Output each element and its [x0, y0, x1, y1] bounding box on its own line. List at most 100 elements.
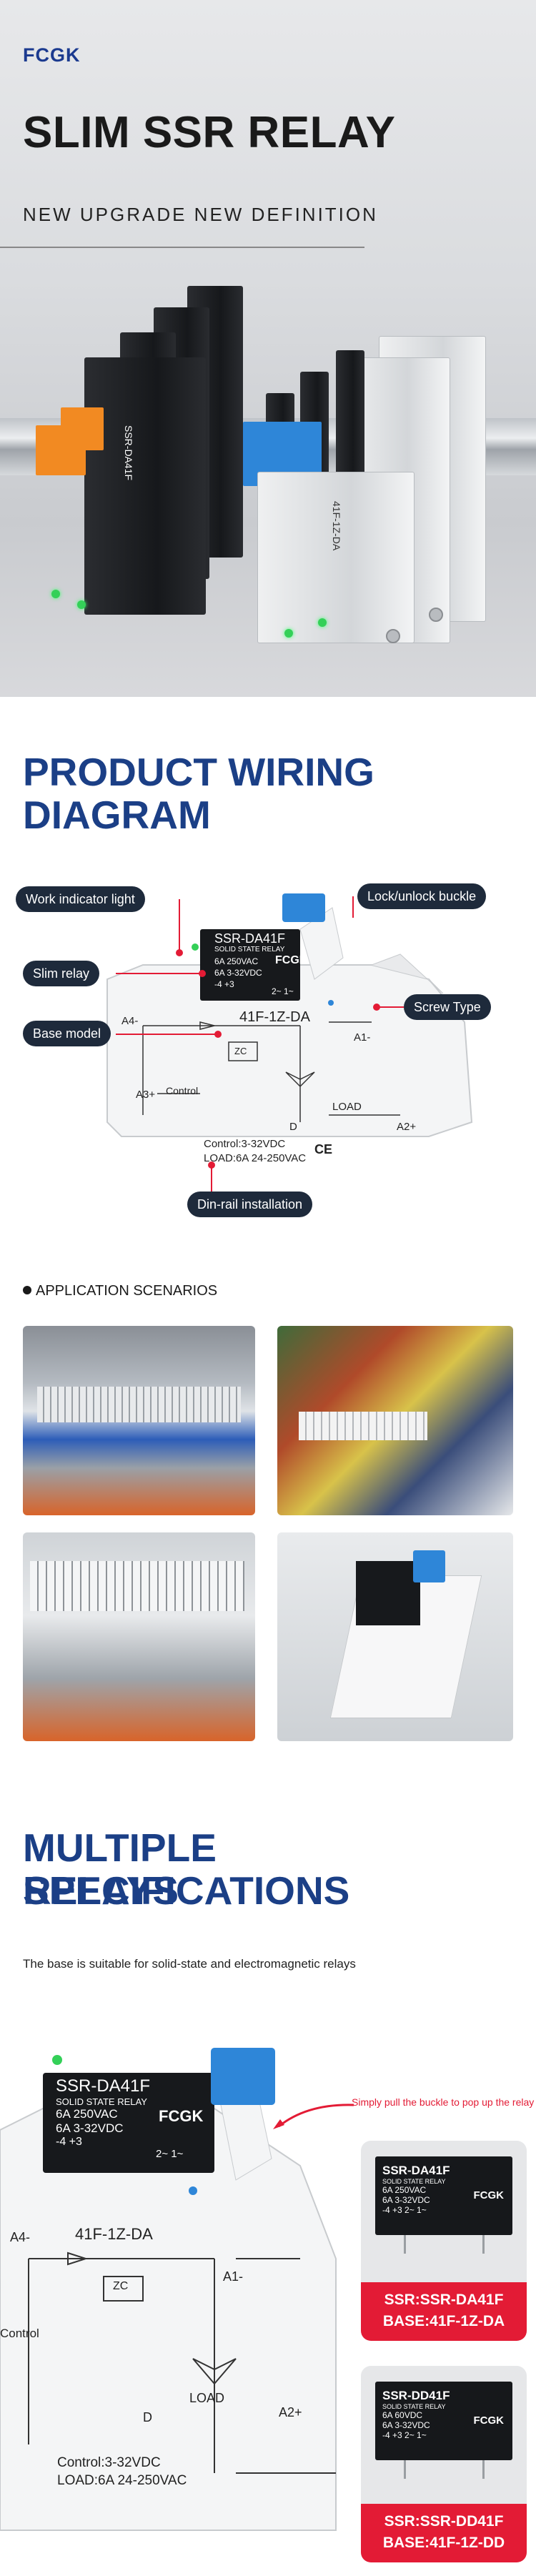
- dark-relay-front: SSR-DA41F: [84, 357, 206, 615]
- relay-array: [299, 1412, 427, 1440]
- big-relay-pins2: 2~ 1~: [156, 2148, 184, 2160]
- screw: [429, 608, 443, 622]
- orange-clip: [61, 407, 104, 450]
- card-label-da: SSR:SSR-DA41F BASE:41F-1Z-DA: [361, 2282, 527, 2341]
- indicator-led: [284, 629, 293, 638]
- diagram-relay-pins2: 2~ 1~: [272, 986, 294, 996]
- callout-dot: [373, 1004, 380, 1011]
- relay-pin: [404, 2235, 406, 2254]
- callout-din-rail: Din-rail installation: [187, 1192, 313, 1217]
- diagram-terminal-a3: A3+: [136, 1089, 156, 1101]
- specs-title-line1: MULTIPLE SPECIFICATIONS: [23, 1826, 350, 1913]
- relay-model-text: SSR-DA41F: [123, 425, 134, 481]
- callout-buckle: Lock/unlock buckle: [357, 883, 487, 909]
- big-terminal-a2: A2+: [279, 2405, 302, 2419]
- relay-pin: [482, 2235, 485, 2254]
- diagram-terminal-a2: A2+: [397, 1121, 417, 1133]
- diagram-relay-label: SSR-DA41F SOLID STATE RELAY 6A 250VAC 6A…: [214, 931, 286, 990]
- callout-dot: [199, 970, 206, 977]
- wiring-title-line1: PRODUCT WIRING: [23, 750, 374, 794]
- hero-section: FCGK SLIM SSR RELAY NEW UPGRADE NEW DEFI…: [0, 0, 536, 697]
- hero-title: SLIM SSR RELAY: [23, 108, 396, 157]
- leader-line: [116, 973, 202, 974]
- diagram-zc-label: ZC: [234, 1046, 247, 1056]
- relay-rating-ac: 6A 250VAC: [214, 956, 259, 966]
- big-spec-load: LOAD:6A 24-250VAC: [57, 2473, 187, 2488]
- card-rating-2: 6A 3-32VDC: [382, 2420, 430, 2430]
- diagram-spec-control: Control:3-32VDC: [204, 1138, 286, 1150]
- card-rating-1: 6A 60VDC: [382, 2410, 423, 2420]
- bullet-icon: [23, 1286, 31, 1294]
- screw: [386, 629, 400, 643]
- diagram-spec-load: LOAD:6A 24-250VAC: [204, 1152, 307, 1164]
- relay-type: SOLID STATE RELAY: [214, 946, 285, 953]
- specs-note: The base is suitable for solid-state and…: [23, 1957, 356, 1971]
- relay-array: [37, 1387, 241, 1422]
- card-ssr: SSR:SSR-DD41F: [384, 2513, 504, 2530]
- wiring-title-line2: DIAGRAM: [23, 793, 211, 837]
- leader-line: [179, 899, 180, 953]
- light-base-front: 41F-1Z-DA: [257, 472, 415, 643]
- specs-title-line2: RELAYS: [23, 1868, 179, 1913]
- callout-base-model: Base model: [23, 1021, 111, 1046]
- card-type: SOLID STATE RELAY: [382, 2178, 446, 2185]
- big-relay-brand: FCGK: [159, 2107, 204, 2125]
- big-relay-pins: -4 +3: [56, 2136, 82, 2148]
- indicator-led: [51, 590, 60, 598]
- big-relay-rating-dc: 6A 3-32VDC: [56, 2121, 124, 2135]
- callout-dot: [214, 1031, 222, 1038]
- card-brand: FCGK: [473, 2414, 505, 2427]
- hero-subtitle: NEW UPGRADE NEW DEFINITION: [23, 204, 378, 225]
- diagram-d-label: D: [289, 1121, 297, 1133]
- callout-screw-type: Screw Type: [404, 994, 491, 1020]
- big-relay-illustration: [0, 2048, 337, 2531]
- base-model-text: 41F-1Z-DA: [331, 501, 342, 551]
- big-zc-label: ZC: [113, 2280, 129, 2292]
- relay-array: [30, 1561, 244, 1611]
- callout-indicator-light: Work indicator light: [16, 886, 145, 912]
- card-base: BASE:41F-1Z-DD: [382, 2535, 505, 2551]
- indicator-led: [77, 600, 86, 609]
- diagram-terminal-a1: A1-: [354, 1031, 371, 1044]
- card-model: SSR-DD41F: [382, 2389, 450, 2402]
- big-load-label: LOAD: [189, 2391, 225, 2405]
- arrow-icon: [273, 2104, 354, 2129]
- card-ssr: SSR:SSR-DA41F: [384, 2292, 504, 2308]
- callout-dot: [176, 949, 183, 956]
- leader-line: [116, 1034, 216, 1035]
- scenarios-heading-text: APPLICATION SCENARIOS: [36, 1283, 218, 1299]
- hero-divider: [0, 247, 364, 248]
- scenario-photo-1: [23, 1326, 255, 1515]
- diagram-load-label: LOAD: [332, 1101, 362, 1113]
- big-control-label: Control: [0, 2327, 39, 2340]
- card-relay-da: SSR-DA41F SOLID STATE RELAY 6A 250VAC 6A…: [375, 2156, 512, 2235]
- diagram-terminal-a4: A4-: [121, 1015, 139, 1027]
- card-type: SOLID STATE RELAY: [382, 2403, 446, 2410]
- card-pins: -4 +3 2~ 1~: [382, 2205, 427, 2215]
- card-relay-dd: SSR-DD41F SOLID STATE RELAY 6A 60VDC 6A …: [375, 2382, 512, 2460]
- card-brand: FCGK: [473, 2189, 505, 2201]
- hero-product-image: SSR-DA41F 41F-1Z-DA: [0, 257, 536, 686]
- leader-line: [211, 1165, 212, 1194]
- leader-line: [377, 1006, 404, 1008]
- card-rating-2: 6A 3-32VDC: [382, 2195, 430, 2205]
- big-terminal-a1: A1-: [223, 2269, 244, 2284]
- wiring-diagram: [106, 893, 473, 1137]
- blue-buckle: [413, 1550, 445, 1582]
- spec-card-dd: SSR-DD41F SOLID STATE RELAY 6A 60VDC 6A …: [361, 2366, 527, 2562]
- big-terminal-a4: A4-: [10, 2230, 31, 2244]
- big-d-label: D: [143, 2410, 152, 2424]
- indicator-led: [318, 618, 327, 627]
- scenario-photo-2: [277, 1326, 513, 1515]
- relay-pin: [404, 2460, 406, 2479]
- relay-module: [356, 1561, 420, 1625]
- scenarios-heading: APPLICATION SCENARIOS: [23, 1283, 217, 1299]
- pull-buckle-note: Simply pull the buckle to pop up the rel…: [352, 2096, 535, 2108]
- card-model: SSR-DA41F: [382, 2164, 450, 2177]
- leader-line: [352, 896, 354, 918]
- relay-model: SSR-DA41F: [214, 931, 286, 946]
- diagram-base-model: 41F-1Z-DA: [239, 1009, 310, 1025]
- diagram-control-label: Control: [166, 1085, 199, 1096]
- brand-logo: FCGK: [23, 44, 81, 66]
